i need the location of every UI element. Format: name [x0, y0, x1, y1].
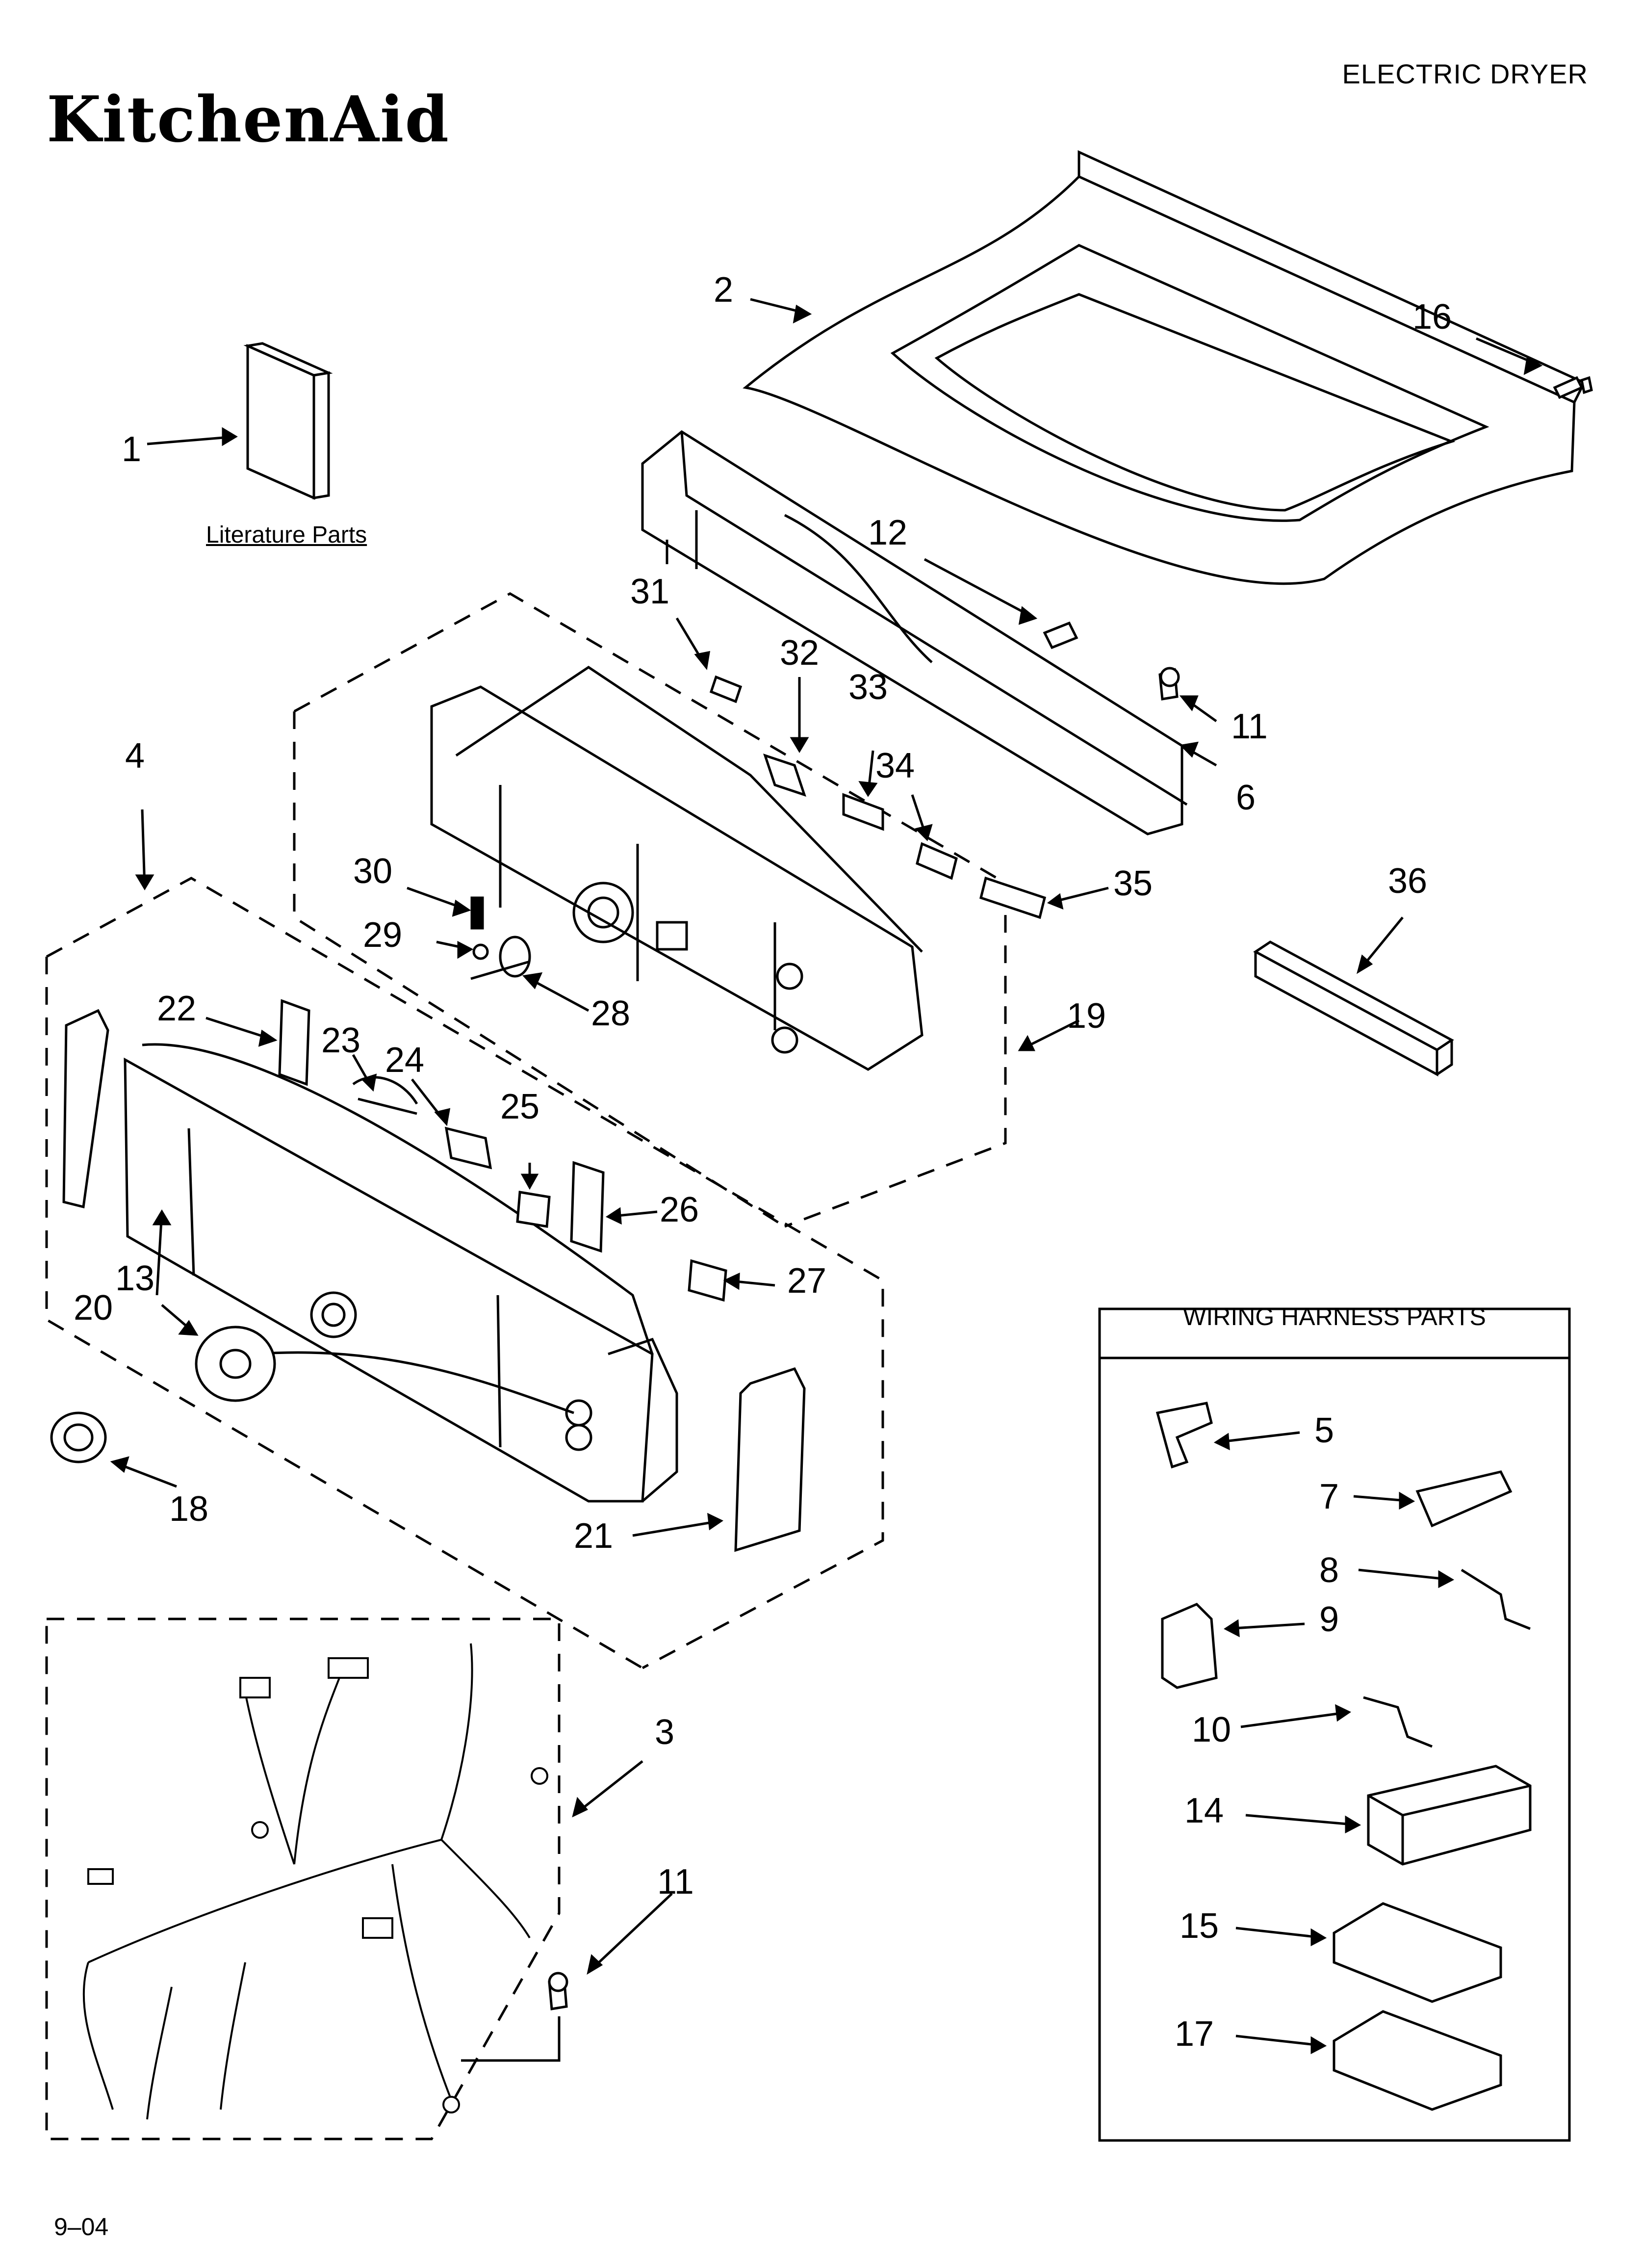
callout-31: 31 — [630, 572, 670, 611]
part-9-icon — [1161, 1603, 1218, 1689]
document-title: ELECTRIC DRYER — [1342, 58, 1588, 89]
callout-22: 22 — [157, 989, 197, 1028]
end-cap-21-drawing — [734, 1367, 806, 1552]
part-15-icon — [1333, 1902, 1502, 2003]
callout-34: 34 — [875, 746, 915, 785]
part-22-icon — [278, 999, 310, 1086]
knob-13-icon — [195, 1326, 276, 1402]
wiring-harness-drawing — [82, 1643, 548, 2120]
part-30-icon — [470, 896, 484, 930]
literature-book-icon — [243, 342, 333, 500]
front-console-panel-drawing — [124, 1043, 678, 1503]
part-23-icon — [352, 1076, 418, 1115]
leader-lines — [110, 298, 1543, 2055]
callout-12: 12 — [868, 513, 908, 552]
callout-26: 26 — [660, 1190, 699, 1229]
callout-25: 25 — [500, 1087, 540, 1126]
callout-15: 15 — [1180, 1906, 1219, 1946]
wiring-parts-box — [1098, 1307, 1571, 2142]
callout-16: 16 — [1412, 297, 1452, 337]
knob-18-icon — [50, 1411, 107, 1463]
callout-23: 23 — [321, 1021, 361, 1060]
callout-33: 33 — [848, 668, 888, 707]
callout-17: 17 — [1175, 2014, 1214, 2054]
part-33-icon — [842, 793, 884, 831]
part-36-icon — [1253, 940, 1454, 1077]
callout-35: 35 — [1113, 864, 1153, 903]
brand-logo: KitchenAid — [47, 83, 450, 156]
part-34-icon — [916, 842, 958, 880]
console-electronics-drawing — [430, 665, 924, 1071]
callout-30: 30 — [353, 852, 393, 891]
part-26-icon — [570, 1161, 605, 1253]
callout-11-top: 11 — [1231, 707, 1268, 746]
part-31-icon — [709, 675, 743, 704]
callout-36: 36 — [1388, 861, 1428, 901]
part-25-icon — [516, 1191, 551, 1228]
callout-32: 32 — [780, 633, 820, 673]
side-trim-20-drawing — [62, 1009, 109, 1209]
part-24-icon — [444, 1126, 492, 1170]
wiring-harness-outline — [45, 1617, 561, 2140]
callout-8: 8 — [1319, 1551, 1339, 1590]
front-console-outline — [46, 877, 884, 1669]
callout-29: 29 — [363, 915, 403, 955]
part-14-icon — [1367, 1765, 1532, 1866]
callout-28: 28 — [591, 994, 631, 1033]
screw-11-top-icon — [1158, 667, 1180, 701]
part-35-icon — [979, 876, 1046, 919]
callout-13: 13 — [115, 1259, 155, 1298]
part-7-icon — [1415, 1470, 1513, 1528]
part-32-icon — [763, 754, 806, 797]
callout-27: 27 — [787, 1261, 827, 1301]
part-5-icon — [1155, 1402, 1213, 1469]
callout-21: 21 — [574, 1516, 614, 1556]
control-bracket-drawing — [641, 430, 1188, 835]
literature-parts-label: Literature Parts — [206, 522, 367, 548]
part-8-icon — [1461, 1568, 1531, 1630]
console-assembly-outline — [293, 592, 1007, 1228]
top-panel-drawing — [743, 150, 1586, 585]
callout-24: 24 — [385, 1041, 425, 1080]
callout-7: 7 — [1319, 1477, 1339, 1516]
screw-16-icon — [1553, 376, 1593, 399]
part-10-icon — [1363, 1696, 1433, 1748]
callout-19: 19 — [1067, 996, 1106, 1036]
date-code: 9–04 — [54, 2213, 109, 2241]
callout-9: 9 — [1319, 1600, 1339, 1639]
callout-14: 14 — [1184, 1791, 1224, 1830]
callout-6: 6 — [1236, 778, 1256, 817]
callout-4: 4 — [125, 736, 145, 776]
part-29-icon — [472, 943, 489, 960]
callout-5: 5 — [1314, 1411, 1334, 1450]
part-27-icon — [688, 1259, 727, 1302]
callout-2: 2 — [714, 270, 734, 310]
callout-18: 18 — [169, 1489, 209, 1529]
screw-11-bottom-icon — [461, 1972, 568, 2062]
callout-20: 20 — [74, 1288, 113, 1328]
callout-10: 10 — [1192, 1710, 1232, 1749]
wiring-harness-title: WIRING HARNESS PARTS — [1183, 1303, 1486, 1330]
part-28-icon — [470, 936, 531, 980]
callout-1: 1 — [122, 430, 142, 469]
callout-3: 3 — [655, 1713, 675, 1752]
callout-11-bottom: 11 — [657, 1862, 694, 1902]
screw-12-icon — [1043, 621, 1078, 650]
part-17-icon — [1333, 2010, 1502, 2111]
